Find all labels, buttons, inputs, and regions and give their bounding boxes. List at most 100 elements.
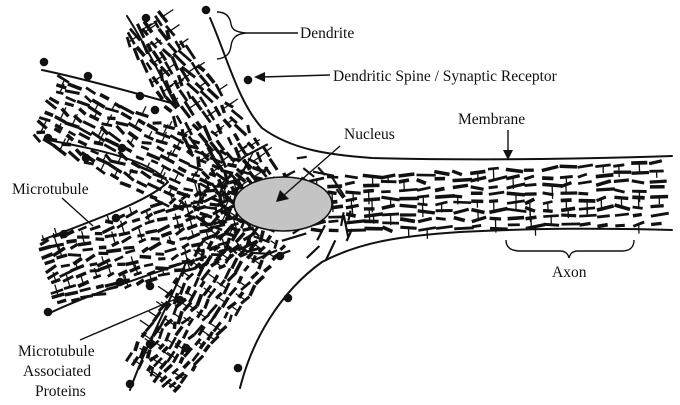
- microtubule-segment: [78, 227, 86, 231]
- microtubule-segment: [158, 286, 169, 294]
- microtubule-segment: [103, 227, 115, 233]
- microtubule-segment: [169, 64, 174, 68]
- microtubule-segment: [489, 187, 498, 188]
- microtubule-segment: [254, 177, 262, 179]
- microtubule-segment: [96, 239, 105, 240]
- nucleus-label: Nucleus: [344, 126, 395, 143]
- receptor-dot: [244, 76, 253, 85]
- microtubule-segment: [471, 187, 484, 190]
- microtubule-segment: [188, 335, 194, 339]
- microtubule-segment: [222, 297, 228, 307]
- microtubule-segment: [542, 167, 558, 171]
- microtubule-segment: [418, 211, 435, 213]
- microtubule-segment: [61, 265, 70, 267]
- microtubule-segment: [182, 244, 189, 248]
- microtubule-segment: [489, 209, 507, 213]
- microtubule-segment: [80, 288, 91, 291]
- microtubule-segment: [194, 277, 198, 287]
- microtubule-segment: [452, 171, 462, 175]
- microtubule-segment: [80, 296, 93, 298]
- microtubule-segment: [596, 189, 615, 190]
- microtubule-segment: [180, 90, 188, 101]
- microtubule-segment: [232, 110, 243, 119]
- microtubule-segment: [184, 362, 190, 368]
- microtubule-segment: [176, 327, 183, 336]
- microtubule-segment: [78, 141, 87, 145]
- microtubule-segment: [578, 193, 588, 194]
- microtubule-segment: [614, 180, 629, 181]
- microtubule-segment: [596, 181, 611, 185]
- microtubule-segment: [579, 215, 596, 216]
- microtubule-segment: [329, 221, 339, 222]
- microtubule-segment: [177, 116, 182, 124]
- microtubule-segment: [311, 229, 322, 231]
- microtubule-segment: [506, 169, 523, 171]
- microtubule-segment: [434, 172, 449, 175]
- microtubule-segment: [211, 261, 219, 266]
- microtubule-segment: [90, 264, 98, 266]
- microtubule-segment: [633, 207, 643, 208]
- spine-arrowhead: [254, 72, 265, 82]
- microtubule-segment: [266, 147, 272, 151]
- microtubule-segment: [92, 100, 105, 108]
- microtubule-segment: [172, 148, 175, 155]
- microtubule-segment: [165, 320, 173, 326]
- microtubule-segment: [307, 246, 320, 258]
- microtubule-segment: [180, 357, 183, 363]
- microtubule-segment: [204, 345, 209, 352]
- microtubule-segment: [165, 249, 177, 252]
- microtubule-segment: [632, 173, 650, 174]
- microtubule-segment: [257, 152, 261, 162]
- microtubule-segment: [154, 210, 165, 214]
- microtubule-segment: [179, 75, 183, 86]
- microtubule-segment: [190, 291, 196, 303]
- microtubule-segment: [197, 294, 202, 306]
- microtubule-segment: [45, 260, 55, 263]
- microtubule-segment: [215, 107, 220, 116]
- microtubule-segment: [238, 276, 241, 283]
- microtubule-segment: [141, 209, 151, 214]
- receptor-dot: [118, 144, 127, 153]
- microtubule-segment: [453, 180, 473, 181]
- microtubule-segment: [42, 254, 53, 258]
- microtubule-segment: [76, 273, 86, 277]
- microtubule-segment: [100, 95, 109, 100]
- microtubule-segment: [488, 177, 507, 182]
- microtubule-segment: [142, 106, 146, 114]
- microtubule-segment: [239, 292, 243, 297]
- microtubule-segment: [382, 227, 392, 231]
- receptor-dot: [84, 72, 93, 81]
- microtubule-segment: [220, 280, 225, 286]
- microtubule-segment: [651, 213, 669, 216]
- microtubule-segment: [210, 204, 220, 205]
- microtubule-segment: [229, 288, 236, 296]
- microtubule-segment: [228, 137, 232, 145]
- microtubule-segment: [489, 192, 504, 194]
- microtubule-segment: [171, 255, 178, 260]
- microtubule-segment: [596, 175, 614, 177]
- microtubule-segment: [234, 134, 238, 141]
- microtubule-segment: [76, 149, 82, 155]
- dendrite-bracket: [217, 12, 246, 59]
- receptor-dot: [116, 278, 125, 287]
- microtubule-segment: [490, 228, 508, 229]
- microtubule-segment: [45, 112, 53, 115]
- microtubule-segment: [472, 217, 486, 221]
- microtubule-segment: [137, 182, 147, 187]
- microtubule-segment: [560, 166, 577, 167]
- microtubule-segment: [232, 258, 237, 269]
- receptor-dot: [276, 252, 285, 261]
- microtubule-segment: [248, 236, 250, 245]
- microtubule-segment: [400, 205, 417, 207]
- microtubule-segment: [495, 219, 496, 233]
- microtubule-segment: [597, 206, 614, 210]
- microtubule-segment: [216, 84, 222, 96]
- microtubule-segment: [207, 74, 214, 83]
- microtubule-segment: [177, 206, 191, 208]
- microtubule-segment: [73, 258, 81, 264]
- microtubule-segment: [149, 311, 157, 316]
- map-label-line3: Proteins: [35, 383, 86, 400]
- microtubule-segment: [140, 320, 150, 327]
- receptor-dot: [176, 296, 185, 305]
- microtubule-segment: [149, 243, 161, 250]
